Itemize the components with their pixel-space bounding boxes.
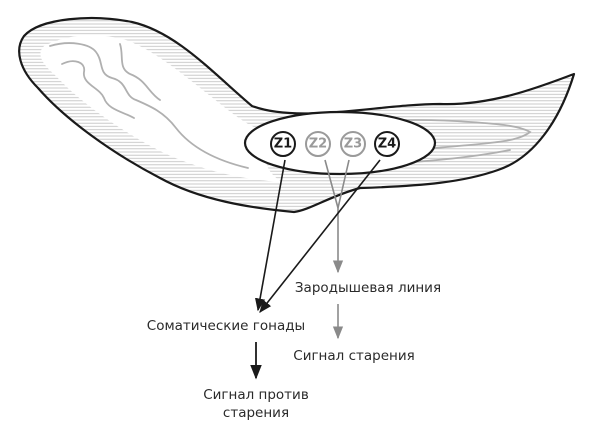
cell-z3: Z3 (340, 131, 366, 157)
cell-z4: Z4 (374, 131, 400, 157)
cell-z4-label: Z4 (378, 137, 396, 152)
cell-z2-label: Z2 (309, 137, 327, 152)
cell-z2: Z2 (305, 131, 331, 157)
germline-label: Зародышевая линия (295, 280, 441, 296)
somatic-arrows (255, 159, 381, 314)
cell-z3-label: Z3 (344, 137, 362, 152)
antiaging-signal-label-line1: Сигнал против (203, 387, 309, 403)
aging-signal-label: Сигнал старения (293, 348, 414, 364)
cell-z1-label: Z1 (274, 137, 292, 152)
antiaging-signal-label-line2: старения (223, 405, 289, 421)
somatic-gonads-label: Соматические гонады (147, 318, 305, 334)
germline-arrow (324, 159, 350, 274)
cell-z1: Z1 (270, 131, 296, 157)
gonad-ellipse (243, 110, 437, 176)
